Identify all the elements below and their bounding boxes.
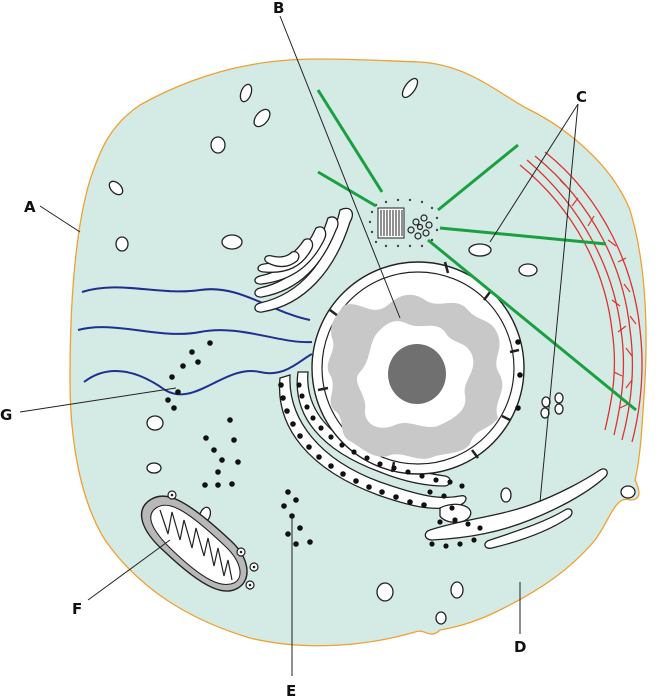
- actin-cross-links: [559, 179, 637, 409]
- nuclear-pores: [317, 261, 520, 473]
- microtubules: [316, 89, 637, 412]
- vesicles: [108, 77, 636, 625]
- label-e: E: [286, 682, 296, 700]
- label-g: G: [0, 406, 12, 424]
- mitochondrion: [140, 490, 259, 592]
- chromatin: [327, 294, 503, 459]
- leader-lines: [19, 15, 579, 676]
- golgi-apparatus: [254, 207, 354, 313]
- ribosomes: [165, 339, 523, 549]
- nucleus: [311, 261, 525, 475]
- nucleolus: [388, 344, 446, 404]
- label-a: A: [24, 198, 36, 216]
- label-c: C: [576, 88, 587, 106]
- label-f: F: [72, 600, 82, 618]
- rough-endoplasmic-reticulum: [278, 371, 608, 549]
- label-d: D: [514, 638, 526, 656]
- label-b: B: [273, 0, 284, 17]
- centrosome: [368, 198, 439, 248]
